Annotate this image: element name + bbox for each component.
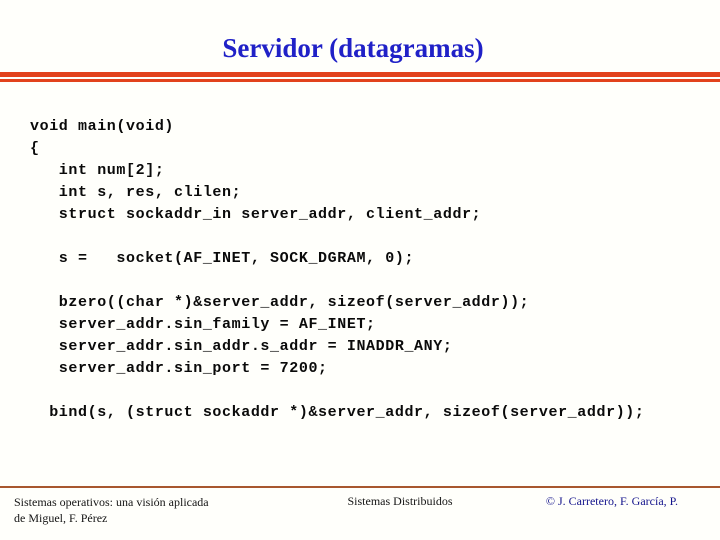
footer-book-reference: Sistemas operativos: una visión aplicada… xyxy=(14,494,314,526)
footer-divider-rule xyxy=(0,486,720,488)
title-divider-thin-rule xyxy=(0,79,720,82)
footer-course-name: Sistemas Distribuidos xyxy=(347,494,453,508)
code-line: bzero((char *)&server_addr, sizeof(serve… xyxy=(30,294,530,311)
code-line: int s, res, clilen; xyxy=(30,184,242,201)
code-line: struct sockaddr_in server_addr, client_a… xyxy=(30,206,482,223)
code-line xyxy=(30,270,710,292)
footer-book-title: Sistemas operativos: una visión aplicada xyxy=(14,495,209,509)
title-divider-thick-rule xyxy=(0,72,720,77)
code-line: int num[2]; xyxy=(30,162,165,179)
footer-copyright: © J. Carretero, F. García, P. xyxy=(545,494,678,508)
code-line: server_addr.sin_family = AF_INET; xyxy=(30,316,376,333)
code-line: server_addr.sin_addr.s_addr = INADDR_ANY… xyxy=(30,338,453,355)
code-line: void main(void) xyxy=(30,118,175,135)
code-line xyxy=(30,380,710,402)
code-line: server_addr.sin_port = 7200; xyxy=(30,360,328,377)
code-line xyxy=(30,226,710,248)
slide-title: Servidor (datagramas) xyxy=(222,33,484,63)
code-line: bind(s, (struct sockaddr *)&server_addr,… xyxy=(30,404,645,421)
code-block: void main(void) { int num[2]; int s, res,… xyxy=(30,116,710,424)
code-line: { xyxy=(30,140,40,157)
footer-book-authors: de Miguel, F. Pérez xyxy=(14,511,108,525)
code-line: s = socket(AF_INET, SOCK_DGRAM, 0); xyxy=(30,250,415,267)
